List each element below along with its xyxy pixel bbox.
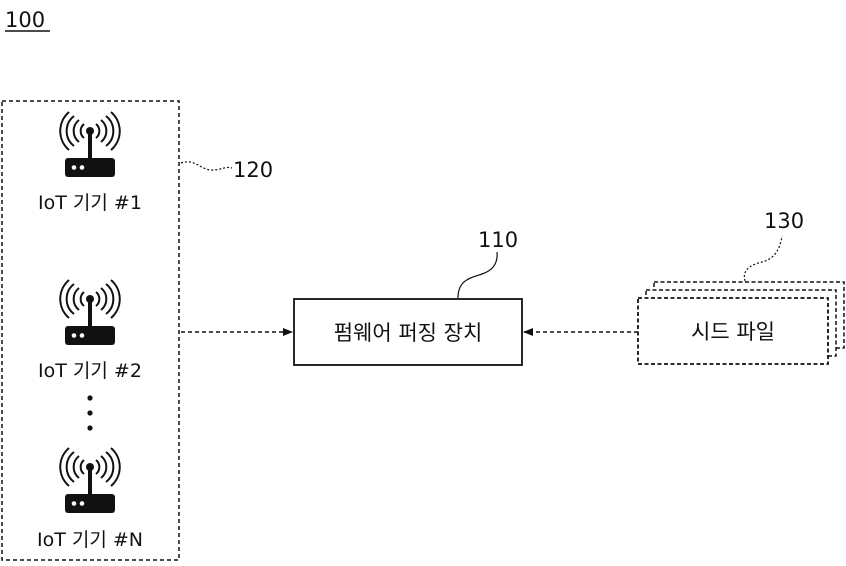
seed-ref: 130 (764, 209, 804, 233)
fuzzer-box (293, 298, 523, 366)
iot-device-1: IoT 기기 #1 (38, 111, 142, 214)
iot-device-2: IoT 기기 #2 (38, 279, 142, 382)
iot-device-label: IoT 기기 #1 (38, 192, 142, 214)
seed-file-stack: 시드 파일 (637, 281, 845, 365)
wireless-router-icon (59, 279, 121, 346)
wireless-router-icon (59, 447, 121, 514)
figure-number: 100 (5, 8, 45, 32)
fuzzer-ref: 110 (478, 228, 518, 252)
seed-file-box (637, 297, 829, 365)
iot-device-label: IoT 기기 #N (37, 529, 143, 551)
vertical-ellipsis-icon (87, 395, 93, 431)
wireless-router-icon (59, 111, 121, 178)
iot-group-container (1, 100, 180, 561)
fuzzer-label: 펌웨어 퍼징 장치 (334, 321, 483, 345)
seed-leader-line (743, 235, 783, 282)
seed-file-label: 시드 파일 (691, 320, 775, 344)
iot-device-label: IoT 기기 #2 (38, 360, 142, 382)
iot-device-n: IoT 기기 #N (37, 447, 143, 551)
iot-group-ref: 120 (233, 158, 273, 182)
iot-group-leader-line (180, 161, 233, 171)
fuzzer-leader-line (457, 251, 498, 299)
